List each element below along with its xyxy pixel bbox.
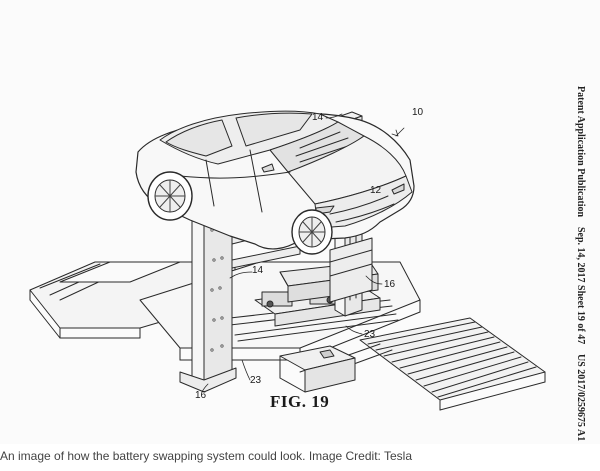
battery-module-box <box>279 345 356 393</box>
figure-title: FIG. 19 <box>270 392 330 411</box>
ref-numeral-23-bottom: 23 <box>250 375 262 386</box>
vehicle-model-s <box>135 110 415 255</box>
patent-figure: 10 14 12 14 16 23 23 16 FIG. 19 Patent A… <box>29 86 596 442</box>
patent-header-date-sheet: Sep. 14, 2017 Sheet 19 of 47 <box>575 227 586 345</box>
ref-numeral-23-right: 23 <box>364 329 376 340</box>
ref-numeral-12: 12 <box>370 185 382 196</box>
ref-numeral-10: 10 <box>412 107 424 118</box>
ref-numeral-16-right: 16 <box>384 279 396 290</box>
ref-numeral-14-mid: 14 <box>252 265 264 276</box>
patent-header: Patent Application Publication Sep. 14, … <box>566 86 596 441</box>
ref-numeral-14-top: 14 <box>312 112 324 123</box>
image-caption: An image of how the battery swapping sys… <box>0 449 412 463</box>
ref-numeral-16-bottom: 16 <box>195 390 207 401</box>
patent-header-number: US 2017/0259675 A1 <box>575 354 586 442</box>
battery-swap-drawing <box>29 110 546 411</box>
patent-header-publication: Patent Application Publication <box>575 86 586 218</box>
reference-leaders <box>201 113 405 393</box>
roller-conveyor <box>299 317 546 411</box>
